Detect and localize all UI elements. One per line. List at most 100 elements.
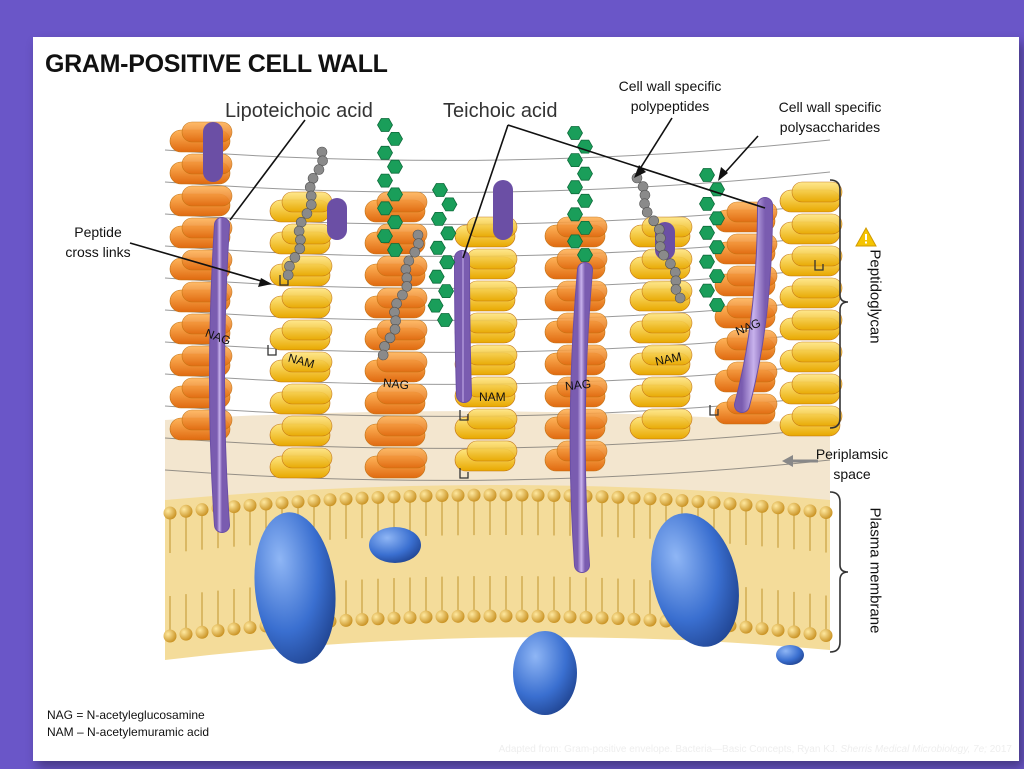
callout-lines xyxy=(129,117,766,284)
polysaccharide-hexagon xyxy=(429,240,446,255)
lipid-head xyxy=(531,609,545,623)
label-plasma-membrane: Plasma membrane xyxy=(866,507,884,634)
sugar-capsule xyxy=(376,319,428,341)
lipid-head xyxy=(643,613,657,627)
polysaccharide-hexagon xyxy=(699,168,715,182)
lipid-head xyxy=(467,609,481,623)
polysaccharide-hexagon xyxy=(577,139,593,154)
sugar-capsule xyxy=(791,309,843,331)
chain-bead xyxy=(293,225,305,237)
lipid-head xyxy=(739,498,753,512)
lipid-head xyxy=(307,494,321,508)
chain-bead xyxy=(304,181,316,193)
lipid-head xyxy=(643,492,657,506)
lipid-head xyxy=(227,622,241,636)
sugar-capsule xyxy=(466,408,518,430)
polysaccharide-hexagon xyxy=(387,215,403,230)
lipid-head xyxy=(627,612,641,626)
chain-bead xyxy=(305,199,317,211)
polysaccharide-hexagon xyxy=(567,234,583,249)
polysaccharide-hexagon xyxy=(567,153,583,168)
chain-bead xyxy=(282,269,294,281)
label-lipoteichoic-acid: Lipoteichoic acid xyxy=(225,100,373,122)
sugar-capsule xyxy=(641,312,693,334)
lipid-head xyxy=(739,620,753,634)
polysaccharide-hexagon xyxy=(387,159,403,174)
lipid-head xyxy=(387,611,401,625)
polysaccharide-hexagon xyxy=(432,183,448,197)
sugar-capsule xyxy=(791,245,843,267)
polysaccharide-hexagon xyxy=(699,225,715,240)
page-title: GRAM-POSITIVE CELL WALL xyxy=(45,50,388,78)
polysaccharide-hexagon xyxy=(440,226,457,241)
cross-link xyxy=(267,345,277,356)
glycan-strand-line xyxy=(164,459,831,481)
lipid-head xyxy=(819,629,833,643)
chain-bead xyxy=(307,173,319,184)
lipid-head xyxy=(435,610,449,624)
citation: Adapted from: Gram-positive envelope. Ba… xyxy=(499,744,1012,755)
teichoic-rod xyxy=(455,251,471,402)
sugar-capsule xyxy=(466,312,518,334)
lipid-head xyxy=(595,490,609,504)
polysaccharide-hexagon xyxy=(567,180,583,195)
polysaccharide-hexagon xyxy=(437,313,453,327)
legend-nam: NAM – N-acetylemuramic acid xyxy=(47,725,210,739)
teichoic-rod xyxy=(735,198,772,412)
lipid-head xyxy=(515,488,529,502)
lipid-head xyxy=(355,491,369,505)
cross-link xyxy=(459,468,469,479)
polysaccharide-hexagon xyxy=(577,220,593,235)
lipid-head xyxy=(275,496,289,510)
chain-bead xyxy=(294,243,306,254)
polysaccharide-hexagon xyxy=(709,240,725,255)
lipid-head xyxy=(787,502,801,516)
lipid-head xyxy=(483,488,497,502)
polysaccharide-hexagon xyxy=(377,118,393,132)
lipid-head xyxy=(467,488,481,502)
chain-bead xyxy=(295,216,307,228)
sugar-capsule xyxy=(466,440,518,462)
nag-label: NAG xyxy=(564,376,592,394)
lipid-head xyxy=(179,504,193,518)
chain-bead xyxy=(641,206,653,218)
chain-bead xyxy=(377,349,389,361)
polysaccharide-hexagon xyxy=(430,211,447,226)
lipid-head xyxy=(291,495,305,509)
lipid-head xyxy=(243,620,257,634)
lipid-head xyxy=(611,612,625,626)
sugar-capsule xyxy=(641,344,693,366)
chain-bead xyxy=(316,146,328,158)
polysaccharide-hexagon xyxy=(427,298,444,313)
teichoic-rod xyxy=(570,263,592,572)
lipid-head xyxy=(179,627,193,641)
lipid-head xyxy=(691,494,705,508)
label-cell-wall-polysaccharides: Cell wall specific polysaccharides xyxy=(778,99,882,135)
label-peptidoglycan: Peptidoglycan xyxy=(866,249,884,344)
chain-bead xyxy=(301,208,313,219)
lipid-head xyxy=(547,488,561,502)
lipid-head xyxy=(771,623,785,637)
lipid-head xyxy=(531,488,545,502)
lipid-head xyxy=(755,622,769,636)
sugar-capsule xyxy=(376,351,428,373)
teichoic-rod xyxy=(210,218,229,532)
polysaccharide-hexagon xyxy=(567,126,583,140)
cross-link xyxy=(279,275,289,286)
polysaccharide-hexagon xyxy=(377,173,393,188)
lipid-head xyxy=(499,609,513,623)
polysaccharide-hexagon xyxy=(377,201,393,216)
legend: NAG = N-acetyleglucosamine NAM – N-acety… xyxy=(47,707,209,741)
lipid-head xyxy=(211,624,225,638)
sugar-capsule xyxy=(281,447,333,469)
cross-link xyxy=(709,405,719,416)
chain-bead xyxy=(289,252,301,263)
lipid-head xyxy=(451,488,465,502)
chain-bead xyxy=(384,332,396,344)
sugar-capsule xyxy=(281,319,333,341)
teichoic-rods xyxy=(203,122,773,573)
nam-label: NAM xyxy=(479,390,506,404)
lipid-head xyxy=(371,490,385,504)
chain-bead xyxy=(665,258,676,270)
